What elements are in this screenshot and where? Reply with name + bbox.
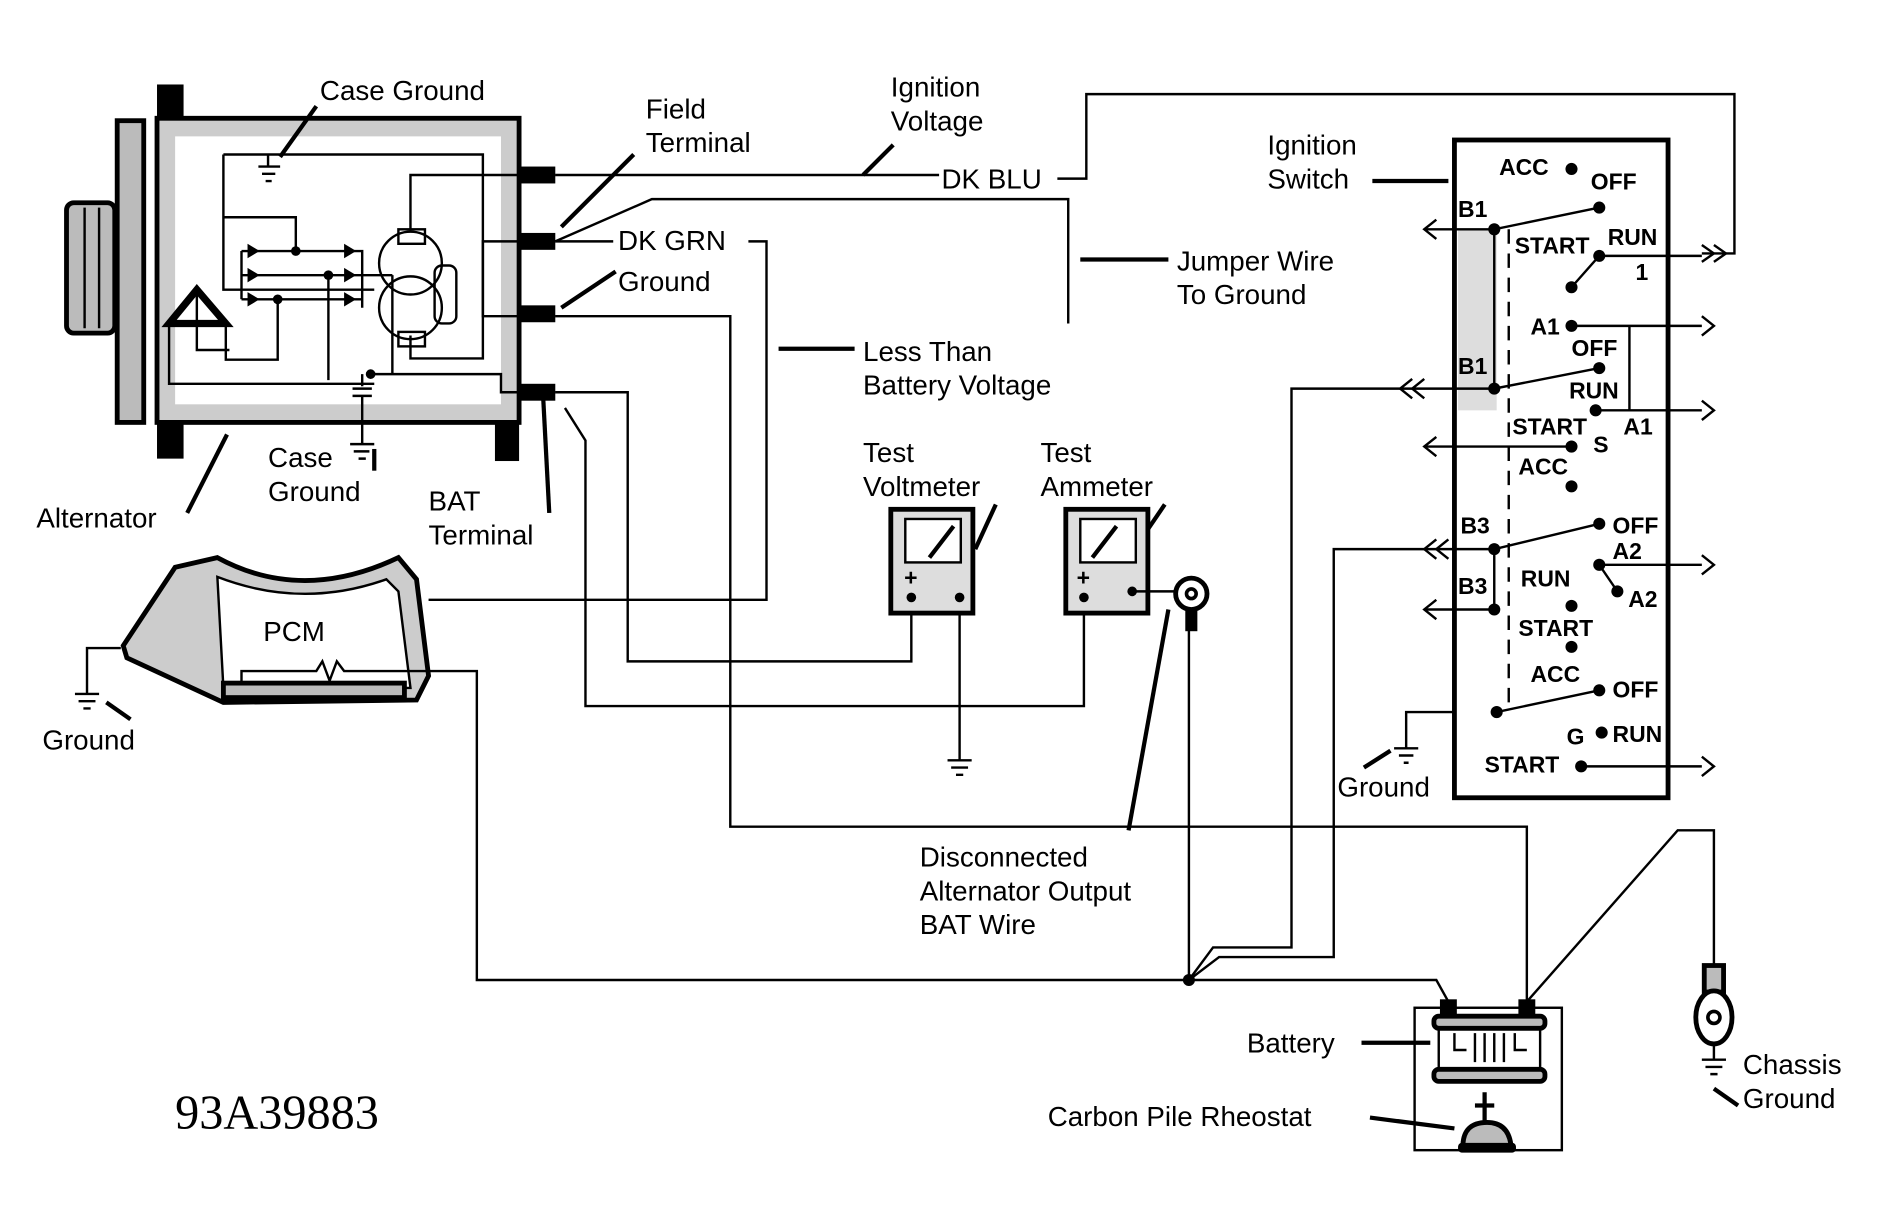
- pcm-ground-label: Ground: [42, 724, 135, 755]
- switch-label: B1: [1458, 353, 1488, 379]
- ignition-voltage-label: Voltage: [891, 105, 984, 136]
- jumper-wire-label: To Ground: [1177, 279, 1307, 310]
- switch-label: ACC: [1530, 661, 1580, 687]
- wiring: [74, 92, 1736, 1003]
- ignition-switch-label: Ignition: [1267, 129, 1356, 160]
- less-than-battery-voltage-label: Battery Voltage: [863, 370, 1051, 401]
- dk-blu-wire-label: DK BLU: [942, 163, 1042, 194]
- battery-label: Battery: [1247, 1027, 1335, 1058]
- test-ammeter: +: [1063, 506, 1210, 632]
- battery: [1413, 999, 1564, 1152]
- switch-label: RUN: [1613, 721, 1663, 747]
- case-ground-label: Case: [268, 442, 333, 473]
- chassis-ground-clip: [1693, 963, 1735, 1076]
- ignition-terminal: [519, 166, 556, 184]
- switch-label: B3: [1460, 512, 1489, 538]
- switch-label: A2: [1613, 538, 1642, 564]
- switch-label: S: [1593, 432, 1608, 458]
- switch-label: OFF: [1572, 335, 1618, 361]
- switch-label: START: [1485, 751, 1560, 777]
- bat-terminal-label: BAT: [429, 486, 481, 517]
- switch-label: ACC: [1518, 453, 1568, 479]
- switch-label: B3: [1458, 573, 1487, 599]
- connector-arrow-icons: [1398, 218, 1729, 777]
- switch-label: 1: [1635, 259, 1648, 285]
- ignition-switch-label: Switch: [1267, 163, 1349, 194]
- alternator: [64, 84, 556, 462]
- chassis-ground-label: Chassis: [1743, 1049, 1842, 1080]
- test-ammeter-label: Test: [1040, 437, 1091, 468]
- test-ammeter-label: Ammeter: [1040, 471, 1153, 502]
- test-voltmeter-label: Voltmeter: [863, 471, 980, 502]
- field-terminal-label: Field: [646, 93, 706, 124]
- switch-label: G: [1567, 724, 1585, 750]
- switch-label: ACC: [1499, 154, 1549, 180]
- plus-sign: +: [904, 564, 917, 590]
- plus-sign: +: [1077, 564, 1090, 590]
- test-voltmeter-label: Test: [863, 437, 914, 468]
- switch-label: A1: [1530, 313, 1560, 339]
- field-terminal: [519, 232, 556, 250]
- pcm-module: [120, 554, 432, 705]
- switch-label: OFF: [1613, 677, 1659, 703]
- bat-terminal-label: Terminal: [429, 519, 534, 550]
- switch-label: RUN: [1569, 377, 1619, 403]
- case-ground-label: Ground: [268, 476, 361, 507]
- rheostat-label: Carbon Pile Rheostat: [1048, 1101, 1312, 1132]
- pcm-label: PCM: [263, 616, 325, 647]
- case-ground-label: Case Ground: [320, 75, 485, 106]
- labels: Case Ground Field Terminal Ignition Volt…: [36, 72, 1841, 1140]
- disconnected-bat-wire-label: Disconnected: [920, 842, 1088, 873]
- disconnected-bat-wire-label: BAT Wire: [920, 909, 1036, 940]
- less-than-battery-voltage-label: Less Than: [863, 336, 992, 367]
- figure-id: 93A39883: [175, 1086, 379, 1139]
- switch-label: B1: [1458, 196, 1488, 222]
- switch-label: RUN: [1608, 224, 1658, 250]
- switch-label: RUN: [1521, 566, 1571, 592]
- carbon-pile-rheostat: [1458, 1092, 1516, 1153]
- alternator-label: Alternator: [36, 502, 156, 533]
- switch-label: OFF: [1591, 168, 1637, 194]
- ground-terminal-label: Ground: [618, 266, 711, 297]
- field-terminal-label: Terminal: [646, 127, 751, 158]
- bat-terminal: [519, 383, 556, 401]
- switch-label: A2: [1628, 586, 1657, 612]
- dk-grn-wire-label: DK GRN: [618, 225, 726, 256]
- disconnected-bat-wire-label: Alternator Output: [920, 875, 1132, 906]
- switch-label: OFF: [1613, 512, 1659, 538]
- switch-label: START: [1512, 413, 1587, 439]
- test-voltmeter: +: [888, 506, 976, 616]
- jumper-wire-label: Jumper Wire: [1177, 245, 1334, 276]
- ground-terminal: [519, 305, 556, 323]
- switch-label: START: [1515, 232, 1590, 258]
- ignition-switch: ACC OFF B1 START RUN 1 A1 OFF B1 RUN STA…: [1398, 137, 1729, 801]
- switch-label: START: [1518, 615, 1593, 641]
- ground-symbol-icon: [258, 154, 375, 460]
- switch-ground-label: Ground: [1337, 772, 1430, 803]
- ignition-voltage-label: Ignition: [891, 72, 980, 103]
- chassis-ground-label: Ground: [1743, 1083, 1836, 1114]
- switch-label: A1: [1623, 413, 1653, 439]
